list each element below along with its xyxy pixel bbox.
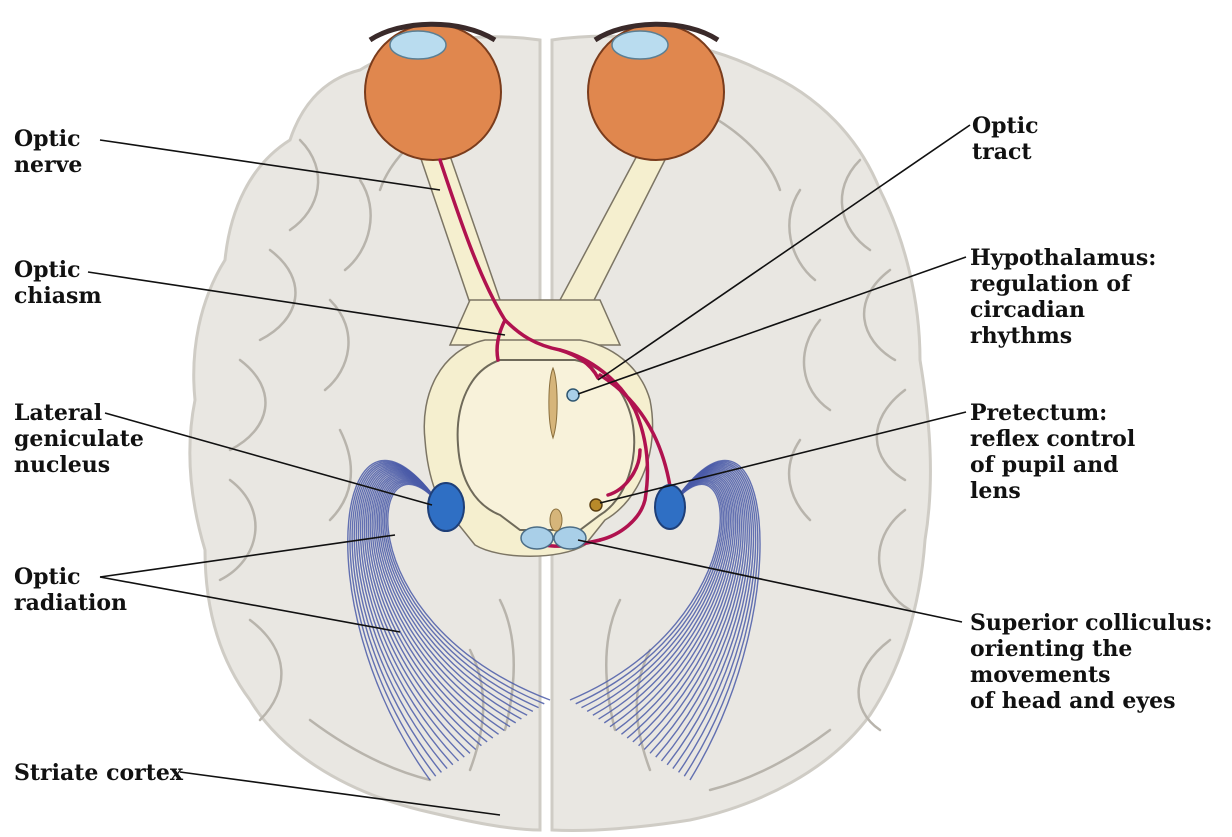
label-superior-colliculus-line2: orienting the bbox=[970, 636, 1213, 662]
label-optic-radiation-line1: Optic bbox=[14, 564, 127, 590]
label-optic-nerve-line1: Optic bbox=[14, 126, 82, 152]
label-pretectum: Pretectum: reflex control of pupil and l… bbox=[970, 400, 1135, 504]
label-optic-radiation-line2: radiation bbox=[14, 590, 127, 616]
label-striate-cortex-line1: Striate cortex bbox=[14, 760, 183, 786]
label-superior-colliculus-line1: Superior colliculus: bbox=[970, 610, 1213, 636]
label-pretectum-line2: reflex control bbox=[970, 426, 1135, 452]
lateral-geniculate-nucleus-left bbox=[428, 483, 464, 531]
label-optic-chiasm-line2: chiasm bbox=[14, 283, 102, 309]
label-superior-colliculus-line3: movements bbox=[970, 662, 1213, 688]
label-optic-nerve-line2: nerve bbox=[14, 152, 82, 178]
label-hypothalamus-line3: circadian bbox=[970, 297, 1156, 323]
pineal-body bbox=[550, 509, 562, 531]
label-pretectum-line1: Pretectum: bbox=[970, 400, 1135, 426]
label-striate-cortex: Striate cortex bbox=[14, 760, 183, 786]
label-hypothalamus-line1: Hypothalamus: bbox=[970, 245, 1156, 271]
label-optic-tract-line1: Optic bbox=[972, 113, 1038, 139]
label-lateral-geniculate-line3: nucleus bbox=[14, 452, 144, 478]
pretectum-marker bbox=[590, 499, 602, 511]
superior-colliculus-left bbox=[521, 527, 553, 549]
label-superior-colliculus: Superior colliculus: orienting the movem… bbox=[970, 610, 1213, 714]
label-pretectum-line3: of pupil and bbox=[970, 452, 1135, 478]
label-hypothalamus-line4: rhythms bbox=[970, 323, 1156, 349]
midbrain-core bbox=[458, 360, 635, 530]
label-optic-radiation: Optic radiation bbox=[14, 564, 127, 616]
right-eyeball bbox=[588, 24, 724, 160]
label-lateral-geniculate-line1: Lateral bbox=[14, 400, 144, 426]
label-optic-tract: Optic tract bbox=[972, 113, 1038, 165]
label-hypothalamus-line2: regulation of bbox=[970, 271, 1156, 297]
left-eyeball bbox=[365, 24, 501, 160]
hypothalamus-marker bbox=[567, 389, 579, 401]
label-optic-nerve: Optic nerve bbox=[14, 126, 82, 178]
label-pretectum-line4: lens bbox=[970, 478, 1135, 504]
label-optic-tract-line2: tract bbox=[972, 139, 1038, 165]
lateral-geniculate-nucleus-right bbox=[655, 485, 685, 529]
label-hypothalamus: Hypothalamus: regulation of circadian rh… bbox=[970, 245, 1156, 349]
label-lateral-geniculate-line2: geniculate bbox=[14, 426, 144, 452]
label-superior-colliculus-line4: of head and eyes bbox=[970, 688, 1213, 714]
label-lateral-geniculate: Lateral geniculate nucleus bbox=[14, 400, 144, 478]
optic-chiasm-shape bbox=[450, 300, 620, 345]
midline-ventricle bbox=[549, 368, 557, 438]
label-optic-chiasm: Optic chiasm bbox=[14, 257, 102, 309]
label-optic-chiasm-line1: Optic bbox=[14, 257, 102, 283]
